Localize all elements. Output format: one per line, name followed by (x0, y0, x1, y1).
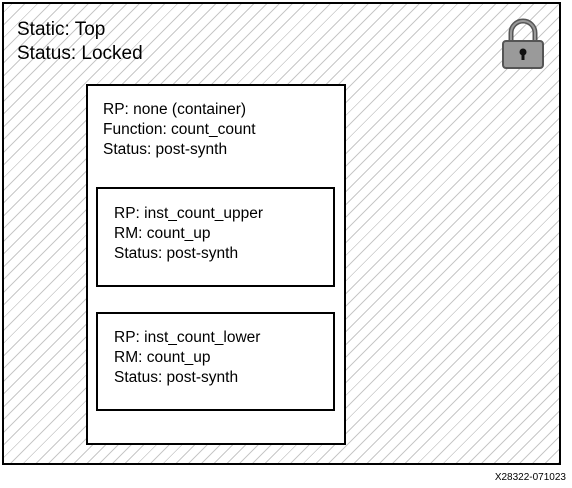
partition-upper-status-text: Status: post-synth (114, 245, 239, 262)
static-name-text: Static: Top (17, 19, 106, 40)
partition-lower-label: RP: inst_count_lower RM: count_up Status… (114, 328, 260, 388)
partition-upper-rp-text: RP: inst_count_upper (114, 205, 264, 222)
partition-upper-box (96, 187, 335, 287)
partition-lower-rp-text: RP: inst_count_lower (114, 329, 261, 346)
partition-upper-rm-text: RM: count_up (114, 225, 211, 242)
container-label: RP: none (container) Function: count_cou… (103, 100, 256, 160)
lock-icon (502, 18, 544, 69)
partition-lower-rm-text: RM: count_up (114, 349, 211, 366)
container-rp-text: RP: none (container) (103, 101, 247, 118)
container-status-text: Status: post-synth (103, 141, 228, 158)
partition-lower-status-text: Status: post-synth (114, 369, 239, 386)
figure-id: X28322-071023 (494, 472, 566, 483)
static-status-text: Status: Locked (17, 43, 143, 64)
static-region-label: Static: Top Status: Locked (17, 18, 143, 66)
container-function-text: Function: count_count (103, 121, 256, 138)
partition-upper-label: RP: inst_count_upper RM: count_up Status… (114, 204, 263, 264)
partition-lower-box (96, 312, 335, 411)
